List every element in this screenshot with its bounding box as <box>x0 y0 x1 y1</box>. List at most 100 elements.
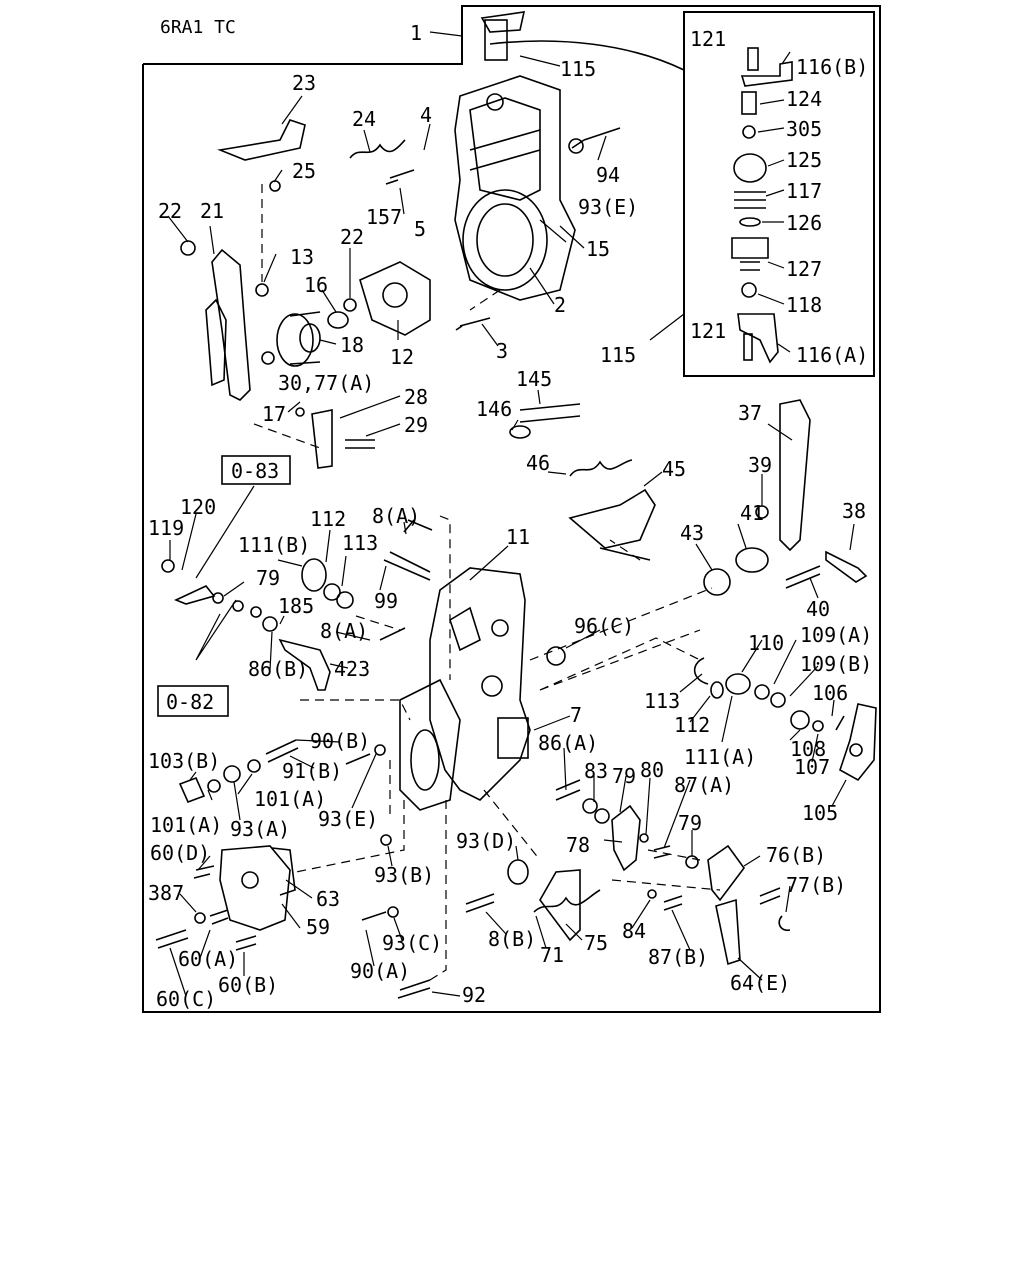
callout-lower-35: 90(A) <box>350 959 410 983</box>
callout-upper-17: 18 <box>340 333 364 357</box>
ref-box-0-83[interactable]: 0-83 <box>221 455 291 485</box>
callout-upper-20: 30,77(A) <box>278 371 374 395</box>
callout-inset-11: 115 <box>600 343 636 367</box>
callout-upper-5: 94 <box>596 163 620 187</box>
callout-lower-17: 93(A) <box>230 817 290 841</box>
callout-upper-16: 2 <box>554 293 566 317</box>
callout-upper-0: 1 <box>410 21 422 45</box>
callout-inset-10: 116(A) <box>796 343 868 367</box>
callout-inset-0: 121 <box>690 27 726 51</box>
callout-middle-6: 38 <box>842 499 866 523</box>
callout-lower-22: 60(D) <box>150 841 210 865</box>
callout-upper-15: 16 <box>304 273 328 297</box>
right-side-parts <box>693 657 877 782</box>
ref-box-0-82[interactable]: 0-82 <box>157 685 229 717</box>
callout-inset-3: 305 <box>786 117 822 141</box>
callout-lower-14: 80 <box>640 758 664 782</box>
callout-upper-10: 21 <box>200 199 224 223</box>
callout-middle-9: 40 <box>806 597 830 621</box>
callout-middle-26: 109(B) <box>800 652 872 676</box>
callout-lower-3: 111(A) <box>684 745 756 769</box>
callout-lower-29: 93(C) <box>382 931 442 955</box>
callout-lower-9: 86(A) <box>538 731 598 755</box>
callout-inset-7: 127 <box>786 257 822 281</box>
callout-lower-16: 101(A) <box>150 813 222 837</box>
callout-upper-23: 29 <box>404 413 428 437</box>
ref-box-0-83-label: 0-83 <box>231 459 279 483</box>
callout-upper-1: 115 <box>560 57 596 81</box>
callout-middle-23: 423 <box>334 657 370 681</box>
callout-inset-5: 117 <box>786 179 822 203</box>
callout-middle-2: 46 <box>526 451 550 475</box>
callout-middle-18: 185 <box>278 594 314 618</box>
callout-inset-8: 118 <box>786 293 822 317</box>
callout-lower-38: 64(E) <box>730 971 790 995</box>
callout-middle-21: 96(C) <box>574 614 634 638</box>
callout-lower-28: 59 <box>306 915 330 939</box>
callout-upper-6: 25 <box>292 159 316 183</box>
callout-upper-12: 5 <box>414 217 426 241</box>
leader-lines <box>167 31 855 997</box>
callout-lower-25: 387 <box>148 881 184 905</box>
callout-upper-14: 22 <box>340 225 364 249</box>
callout-middle-22: 86(B) <box>248 657 308 681</box>
callout-upper-21: 17 <box>262 402 286 426</box>
callout-lower-12: 79 <box>612 764 636 788</box>
ref-box-0-82-label: 0-82 <box>166 690 214 714</box>
main-frame <box>142 5 881 1013</box>
callout-inset-6: 126 <box>786 211 822 235</box>
callout-middle-20: 8(A) <box>320 619 368 643</box>
callout-middle-27: 106 <box>812 681 848 705</box>
callout-middle-3: 45 <box>662 457 686 481</box>
callout-lower-40: 92 <box>462 983 486 1007</box>
callout-middle-7: 41 <box>740 501 764 525</box>
callout-lower-27: 77(B) <box>786 873 846 897</box>
governor-cover-assembly <box>454 11 576 301</box>
lower-right-parts <box>465 779 791 966</box>
callout-lower-5: 107 <box>794 755 830 779</box>
callout-middle-12: 112 <box>310 507 346 531</box>
callout-middle-5: 39 <box>748 453 772 477</box>
callout-lower-32: 60(A) <box>178 947 238 971</box>
callout-upper-18: 12 <box>390 345 414 369</box>
callout-middle-17: 79 <box>256 566 280 590</box>
callout-lower-10: 91(B) <box>282 759 342 783</box>
callout-lower-8: 90(B) <box>310 729 370 753</box>
callout-middle-24: 110 <box>748 631 784 655</box>
callout-lower-7: 103(B) <box>148 749 220 773</box>
callout-lower-36: 71 <box>540 943 564 967</box>
callout-middle-15: 111(B) <box>238 533 310 557</box>
callout-lower-20: 78 <box>566 833 590 857</box>
callout-middle-1: 146 <box>476 397 512 421</box>
callout-lower-11: 83 <box>584 759 608 783</box>
callout-inset-1: 116(B) <box>796 55 868 79</box>
callout-lower-15: 87(A) <box>674 773 734 797</box>
callout-lower-33: 75 <box>584 931 608 955</box>
callout-lower-23: 93(B) <box>374 863 434 887</box>
callout-upper-8: 93(E) <box>578 195 638 219</box>
callout-inset-9: 121 <box>690 319 726 343</box>
callout-upper-4: 4 <box>420 103 432 127</box>
callout-lower-24: 76(B) <box>766 843 826 867</box>
callout-upper-7: 157 <box>366 205 402 229</box>
callout-upper-13: 15 <box>586 237 610 261</box>
lower-left-parts <box>155 739 431 999</box>
callout-upper-11: 13 <box>290 245 314 269</box>
callout-upper-22: 28 <box>404 385 428 409</box>
callout-middle-8: 43 <box>680 521 704 545</box>
callout-lower-2: 7 <box>570 703 582 727</box>
callout-middle-11: 120 <box>180 495 216 519</box>
callout-lower-6: 105 <box>802 801 838 825</box>
housing-assembly <box>399 567 531 811</box>
callout-lower-18: 93(E) <box>318 807 378 831</box>
callout-lower-30: 8(B) <box>488 927 536 951</box>
dashed-alignment-lines <box>253 184 721 981</box>
callout-middle-0: 145 <box>516 367 552 391</box>
callout-lower-21: 93(D) <box>456 829 516 853</box>
callout-lower-4: 108 <box>790 737 826 761</box>
inset-frame <box>489 11 875 377</box>
callout-lower-31: 84 <box>622 919 646 943</box>
flyweight-assembly <box>261 127 621 469</box>
